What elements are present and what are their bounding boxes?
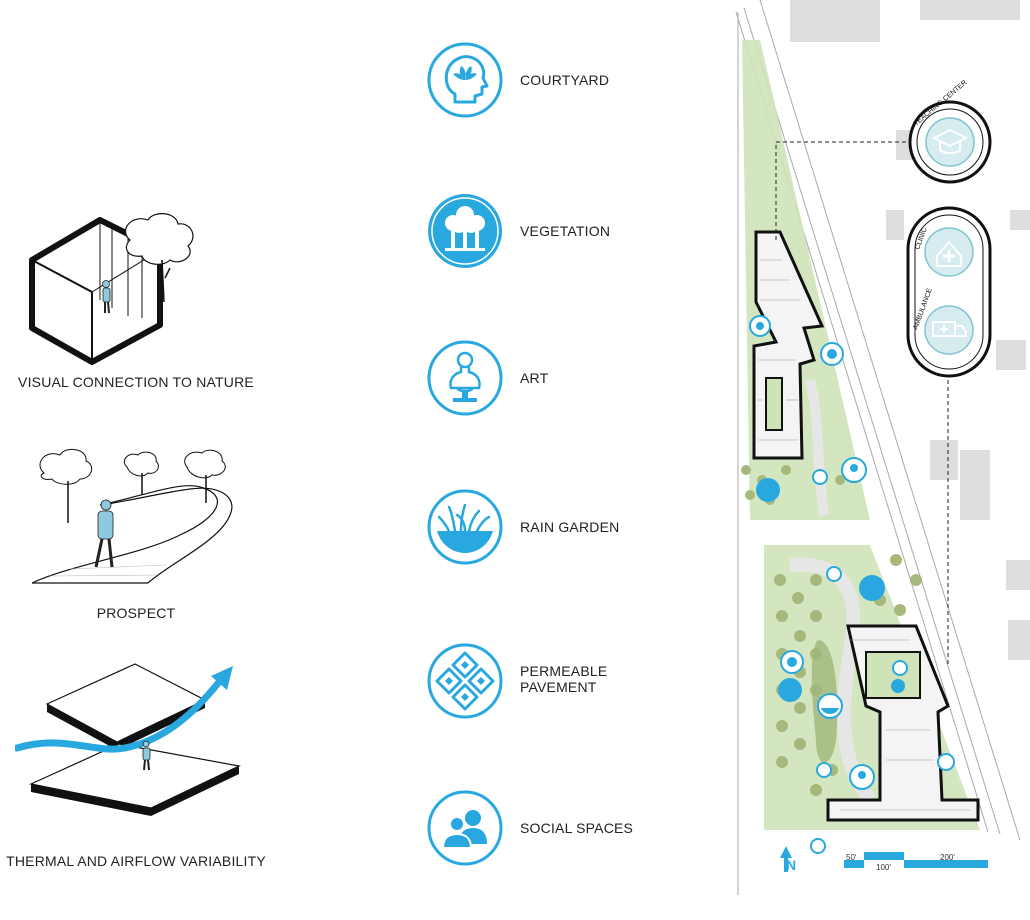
pavers-icon bbox=[427, 643, 503, 719]
legend-label: VEGETATION bbox=[520, 223, 611, 239]
art-marker-icon bbox=[841, 457, 867, 483]
people-icon bbox=[427, 790, 503, 866]
head-leaf-icon bbox=[427, 42, 503, 118]
social-marker-icon bbox=[820, 342, 844, 366]
bust-sculpture-icon bbox=[427, 340, 503, 416]
rain-garden-marker-icon bbox=[817, 693, 843, 719]
scale-bar: 50' 100' 200' bbox=[844, 852, 988, 872]
vegetation-marker-icon bbox=[778, 678, 802, 702]
pavement-marker-icon bbox=[812, 469, 828, 485]
scale-label: 50' bbox=[846, 853, 857, 862]
courtyard-marker-icon bbox=[749, 315, 771, 337]
social-marker-icon bbox=[780, 650, 804, 674]
courtyard-marker-icon bbox=[892, 660, 908, 676]
legend-label: ART bbox=[520, 370, 549, 386]
clinic-ambulance-marker: CLINIC AMBULANCE bbox=[906, 206, 992, 378]
pavement-marker-icon bbox=[810, 838, 826, 854]
pavement-marker-icon bbox=[816, 762, 832, 778]
legend-label: COURTYARD bbox=[520, 72, 610, 88]
visual-connection-caption: VISUAL CONNECTION TO NATURE bbox=[18, 374, 254, 390]
grass-water-icon bbox=[427, 489, 503, 565]
visual-connection-diagram bbox=[20, 210, 260, 365]
vegetation-marker-icon bbox=[859, 575, 885, 601]
social-marker-icon bbox=[891, 679, 905, 693]
teaching-center-marker: TEACHING CENTER bbox=[908, 79, 992, 184]
legend-label: RAIN GARDEN bbox=[520, 519, 620, 535]
prospect-diagram bbox=[30, 445, 240, 585]
thermal-airflow-diagram bbox=[13, 662, 245, 822]
thermal-airflow-caption: THERMAL AND AIRFLOW VARIABILITY bbox=[6, 853, 266, 869]
pavement-marker-icon bbox=[826, 566, 842, 582]
north-arrow-icon: N bbox=[780, 846, 796, 873]
site-plan-map: TEACHING CENTER CLINIC AMBULANCE bbox=[720, 0, 1030, 915]
scale-label: 100' bbox=[876, 863, 891, 872]
vegetation-marker-icon bbox=[756, 478, 780, 502]
legend-label: SOCIAL SPACES bbox=[520, 820, 634, 836]
courtyard-marker-icon bbox=[937, 753, 955, 771]
prospect-caption: PROSPECT bbox=[96, 605, 176, 621]
trees-icon bbox=[428, 194, 502, 268]
scale-label: 200' bbox=[940, 853, 955, 862]
map-markers bbox=[749, 315, 955, 854]
art-marker-icon bbox=[849, 764, 875, 790]
north-label: N bbox=[786, 857, 796, 873]
